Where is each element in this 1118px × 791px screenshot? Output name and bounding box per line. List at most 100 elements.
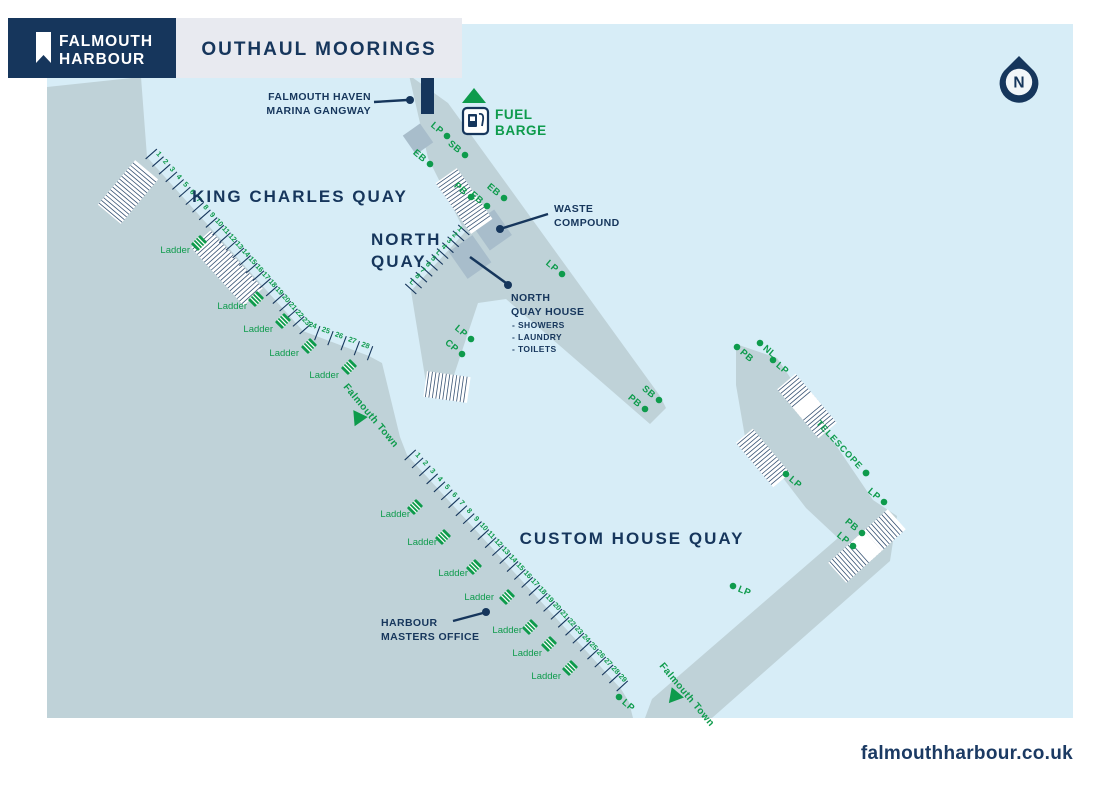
mooring-tick: [292, 316, 305, 327]
website-url: falmouthharbour.co.uk: [861, 743, 1073, 764]
mooring-tick: [404, 283, 417, 295]
service-marker-lp: LP: [729, 582, 753, 599]
mooring-number: 2: [161, 157, 170, 166]
ladder-item: Ladder: [492, 619, 538, 636]
mooring-tick: [279, 300, 292, 312]
mooring-tick: [457, 224, 470, 236]
mooring-number: 5: [443, 482, 452, 491]
harbour-flag-icon: [36, 32, 51, 63]
mooring-tick: [565, 624, 577, 636]
mooring-tick: [212, 224, 225, 236]
mooring-tick: [431, 254, 444, 265]
mooring-tick: [151, 156, 164, 167]
mooring-tick: [543, 600, 556, 612]
mooring-tick: [205, 217, 218, 228]
ladder-icon: [191, 235, 207, 251]
hatched-steps: [735, 428, 791, 488]
ladder-item: Ladder: [380, 499, 423, 520]
mooring-tick: [252, 270, 265, 282]
mooring-tick: [572, 632, 585, 644]
mooring-tick: [404, 449, 417, 461]
mooring-tick: [265, 285, 278, 297]
mooring-tick: [192, 201, 205, 213]
ladder-icon: [248, 291, 264, 307]
mooring-number: 9: [472, 514, 481, 523]
west-landmass: [47, 77, 633, 718]
north-quay-house-building: [448, 235, 492, 279]
stairs-layer: [97, 160, 906, 583]
pier-shed-building: [402, 123, 434, 155]
ladder-label: Ladder: [512, 648, 542, 659]
harbour-masters-callout-line: [452, 611, 484, 623]
hatched-steps: [435, 168, 493, 234]
mooring-tick: [535, 592, 548, 604]
ladder-label: Ladder: [492, 625, 522, 636]
mooring-tick: [165, 171, 178, 183]
mooring-tick: [470, 521, 482, 533]
mooring-number: 8: [413, 271, 422, 280]
waste-callout-line: [499, 212, 549, 231]
mooring-tick: [557, 616, 570, 628]
mooring-tick: [462, 513, 475, 525]
ladder-icon: [407, 499, 423, 515]
mooring-tick: [198, 209, 211, 221]
mooring-tick: [594, 656, 607, 668]
ladder-label: Ladder: [407, 537, 437, 548]
mooring-tick: [441, 242, 454, 254]
mooring-tick: [299, 323, 312, 335]
ladder-item: Ladder: [464, 589, 515, 605]
mooring-tick: [477, 529, 490, 541]
mooring-number: 24: [307, 319, 319, 331]
mooring-tick: [420, 265, 433, 277]
marina-gangway-bar: [421, 78, 434, 114]
mooring-tick: [426, 473, 439, 485]
mooring-tick: [513, 568, 526, 580]
fuel-pump-icon: [461, 106, 490, 136]
mooring-number: 11: [220, 224, 232, 236]
ladder-item: Ladder: [512, 636, 557, 659]
north-quay-label-line2: QUAY: [371, 252, 427, 271]
waste-compound-line2: COMPOUND: [554, 217, 620, 229]
quay-house-line1: NORTH: [511, 292, 550, 304]
mooring-number: 2: [421, 458, 430, 467]
quay-house-facility-showers: - SHOWERS: [512, 320, 565, 330]
ladder-item: Ladder: [243, 313, 291, 335]
mooring-number: 28: [360, 339, 371, 350]
mooring-number: 6: [424, 259, 433, 268]
mooring-tick: [418, 465, 431, 477]
ladder-label: Ladder: [243, 324, 273, 335]
mooring-tick: [411, 457, 424, 469]
logo-line1: FALMOUTH: [59, 33, 153, 50]
mooring-number: 3: [168, 165, 177, 174]
ladder-label: Ladder: [438, 568, 468, 579]
gangway-callout-line: [373, 98, 408, 104]
mooring-number: 1: [414, 450, 423, 459]
mooring-tick: [239, 255, 251, 266]
mooring-tick: [436, 248, 449, 260]
mooring-tick: [225, 239, 238, 251]
mooring-tick: [327, 330, 334, 346]
quay-house-line2: QUAY HOUSE: [511, 306, 584, 318]
compass-n-label: N: [1013, 75, 1024, 92]
waste-compound-line1: WASTE: [554, 203, 593, 215]
mooring-tick: [185, 194, 198, 206]
ladder-label: Ladder: [464, 592, 494, 603]
mooring-tick: [178, 186, 191, 198]
ladders-layer: LadderLadderLadderLadderLadderLadderLadd…: [160, 235, 578, 682]
mooring-tick: [601, 664, 614, 676]
mooring-tick: [415, 271, 428, 283]
ladder-item: Ladder: [407, 529, 451, 548]
hatched-steps: [828, 509, 906, 583]
fuel-barge-triangle-icon: [462, 88, 486, 103]
mooring-tick: [484, 537, 497, 549]
mooring-tick: [447, 236, 460, 248]
ladder-icon: [522, 619, 538, 635]
mooring-number: 8: [465, 506, 474, 515]
ladder-label: Ladder: [309, 370, 339, 381]
gangway-callout-line2: MARINA GANGWAY: [266, 105, 371, 117]
ladder-label: Ladder: [217, 301, 247, 312]
mooring-number: 3: [445, 236, 454, 245]
mooring-tick: [499, 553, 512, 565]
mooring-number: 2: [450, 230, 459, 239]
quay-house-facility-laundry: - LAUNDRY: [512, 332, 562, 342]
